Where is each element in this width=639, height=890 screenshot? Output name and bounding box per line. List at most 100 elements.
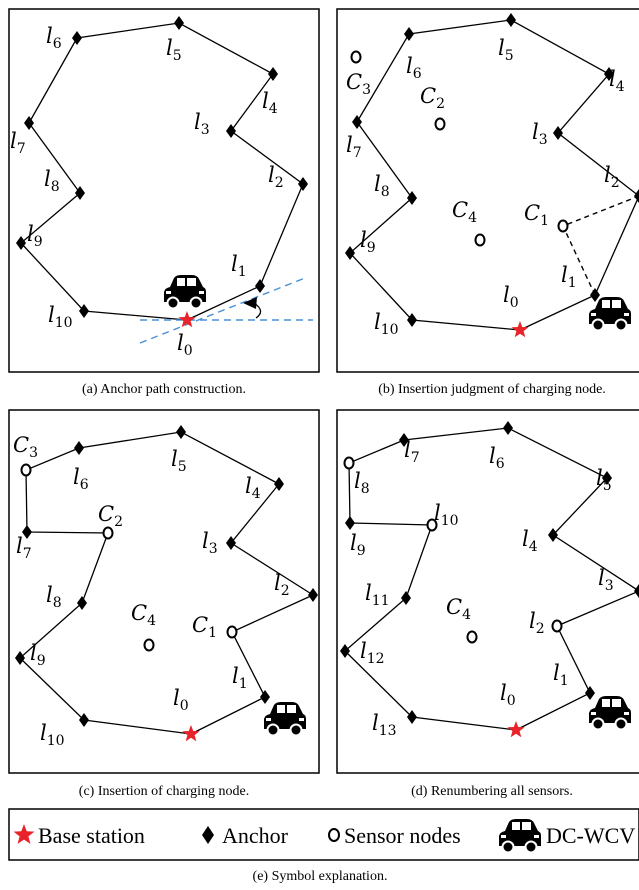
anchor-marker <box>22 525 32 539</box>
anchor-marker <box>255 279 265 293</box>
anchor-label: l9 <box>350 531 366 559</box>
anchor-marker <box>506 13 516 27</box>
anchor-label: l5 <box>498 36 514 64</box>
sensor-node-marker <box>434 117 446 131</box>
sensor-label: C2 <box>98 502 123 530</box>
legend-vehicle-label: DC-WCV <box>546 823 635 848</box>
anchor-marker <box>401 591 411 605</box>
legend-vehicle-icon <box>498 818 542 854</box>
anchor-label: l7 <box>404 438 420 466</box>
anchor-label: l3 <box>598 566 614 594</box>
sensor-node-marker <box>343 456 355 470</box>
panel-c-caption: (c) Insertion of charging node. <box>79 784 249 799</box>
legend-box <box>8 808 639 861</box>
sensor-node-marker <box>474 233 486 247</box>
anchor-label: l3 <box>532 120 548 148</box>
anchor-label: l0 <box>177 331 193 359</box>
legend-sensor-icon <box>328 828 340 842</box>
anchor-marker <box>399 433 409 447</box>
anchor-label: l1 <box>231 252 247 280</box>
anchor-marker <box>340 644 350 658</box>
anchor-label: l4 <box>609 67 625 95</box>
anchor-label: l5 <box>166 36 182 64</box>
anchor-marker <box>260 690 270 704</box>
anchor-marker <box>345 246 355 260</box>
panel-a-path <box>20 22 304 321</box>
anchor-label: l4 <box>262 89 278 117</box>
panel-c-path <box>19 431 315 735</box>
legend-anchor-icon <box>202 826 214 844</box>
anchor-marker <box>407 313 417 327</box>
anchor-label: l8 <box>354 469 370 497</box>
panel-a-dashed-ray-1 <box>139 277 306 344</box>
legend-anchor-label: Anchor <box>222 823 289 848</box>
anchor-marker <box>308 588 318 602</box>
anchor-label: l10 <box>374 310 399 338</box>
sensor-label: C2 <box>420 84 445 112</box>
panel-a-frame <box>8 8 320 373</box>
panel-b-caption: (b) Insertion judgment of charging node. <box>378 382 606 397</box>
legend-sensor-label: Sensor nodes <box>344 823 461 848</box>
sensor-node-marker <box>350 50 362 64</box>
anchor-label: l2 <box>268 163 284 191</box>
anchor-label: l6 <box>46 24 62 52</box>
sensor-label: C3 <box>346 70 371 98</box>
anchor-marker <box>548 528 558 542</box>
sensor-node-marker <box>143 638 155 652</box>
anchor-label: l6 <box>406 54 422 82</box>
sensor-node-marker <box>466 630 478 644</box>
anchor-marker <box>274 477 284 491</box>
anchor-marker <box>79 713 89 727</box>
anchor-marker <box>174 16 184 30</box>
anchor-marker <box>345 516 355 530</box>
panel-d-frame <box>336 409 639 774</box>
anchor-label: l2 <box>604 163 620 191</box>
base-station-marker <box>511 321 529 338</box>
vehicle-marker <box>588 296 632 332</box>
anchor-label: l1 <box>561 263 577 291</box>
anchor-marker <box>79 304 89 318</box>
anchor-label: l1 <box>232 664 248 692</box>
anchor-marker <box>585 686 595 700</box>
sensor-node-marker <box>226 625 238 639</box>
anchor-marker <box>298 177 308 191</box>
anchor-marker <box>226 536 236 550</box>
anchor-marker <box>634 189 639 203</box>
sensor-label: C3 <box>13 433 38 461</box>
anchor-label: l5 <box>596 466 612 494</box>
sensor-label: C1 <box>192 613 217 641</box>
anchor-label: l6 <box>489 444 505 472</box>
anchor-marker <box>176 425 186 439</box>
anchor-label: l9 <box>30 641 46 669</box>
anchor-label: l5 <box>171 447 187 475</box>
anchor-label: l8 <box>44 167 60 195</box>
anchor-label: l7 <box>16 534 32 562</box>
anchor-marker <box>352 115 362 129</box>
anchor-label: l9 <box>360 228 376 256</box>
anchor-marker <box>590 288 600 302</box>
sensor-label: C4 <box>446 595 471 623</box>
panel-a-angle-arrow <box>243 297 257 309</box>
panel-c-frame <box>8 409 320 774</box>
panel-d-caption: (d) Renumbering all sensors. <box>411 784 573 799</box>
panel-b-frame <box>336 8 639 373</box>
anchor-marker <box>74 441 84 455</box>
panel-a-caption: (a) Anchor path construction. <box>82 382 246 397</box>
anchor-label: l3 <box>194 110 210 138</box>
sensor-node-marker <box>426 518 438 532</box>
anchor-label: l2 <box>529 609 545 637</box>
anchor-label: l4 <box>245 474 261 502</box>
anchor-marker <box>404 27 414 41</box>
anchor-label: l3 <box>202 529 218 557</box>
anchor-label: l9 <box>27 222 43 250</box>
base-station-marker <box>507 721 525 738</box>
sensor-node-marker <box>557 219 569 233</box>
anchor-marker <box>604 67 614 81</box>
sensor-node-marker <box>20 463 32 477</box>
vehicle-marker <box>263 701 307 737</box>
anchor-marker <box>24 116 34 130</box>
anchor-marker <box>77 596 87 610</box>
anchor-label: l0 <box>503 283 519 311</box>
sensor-label: C4 <box>131 601 156 629</box>
